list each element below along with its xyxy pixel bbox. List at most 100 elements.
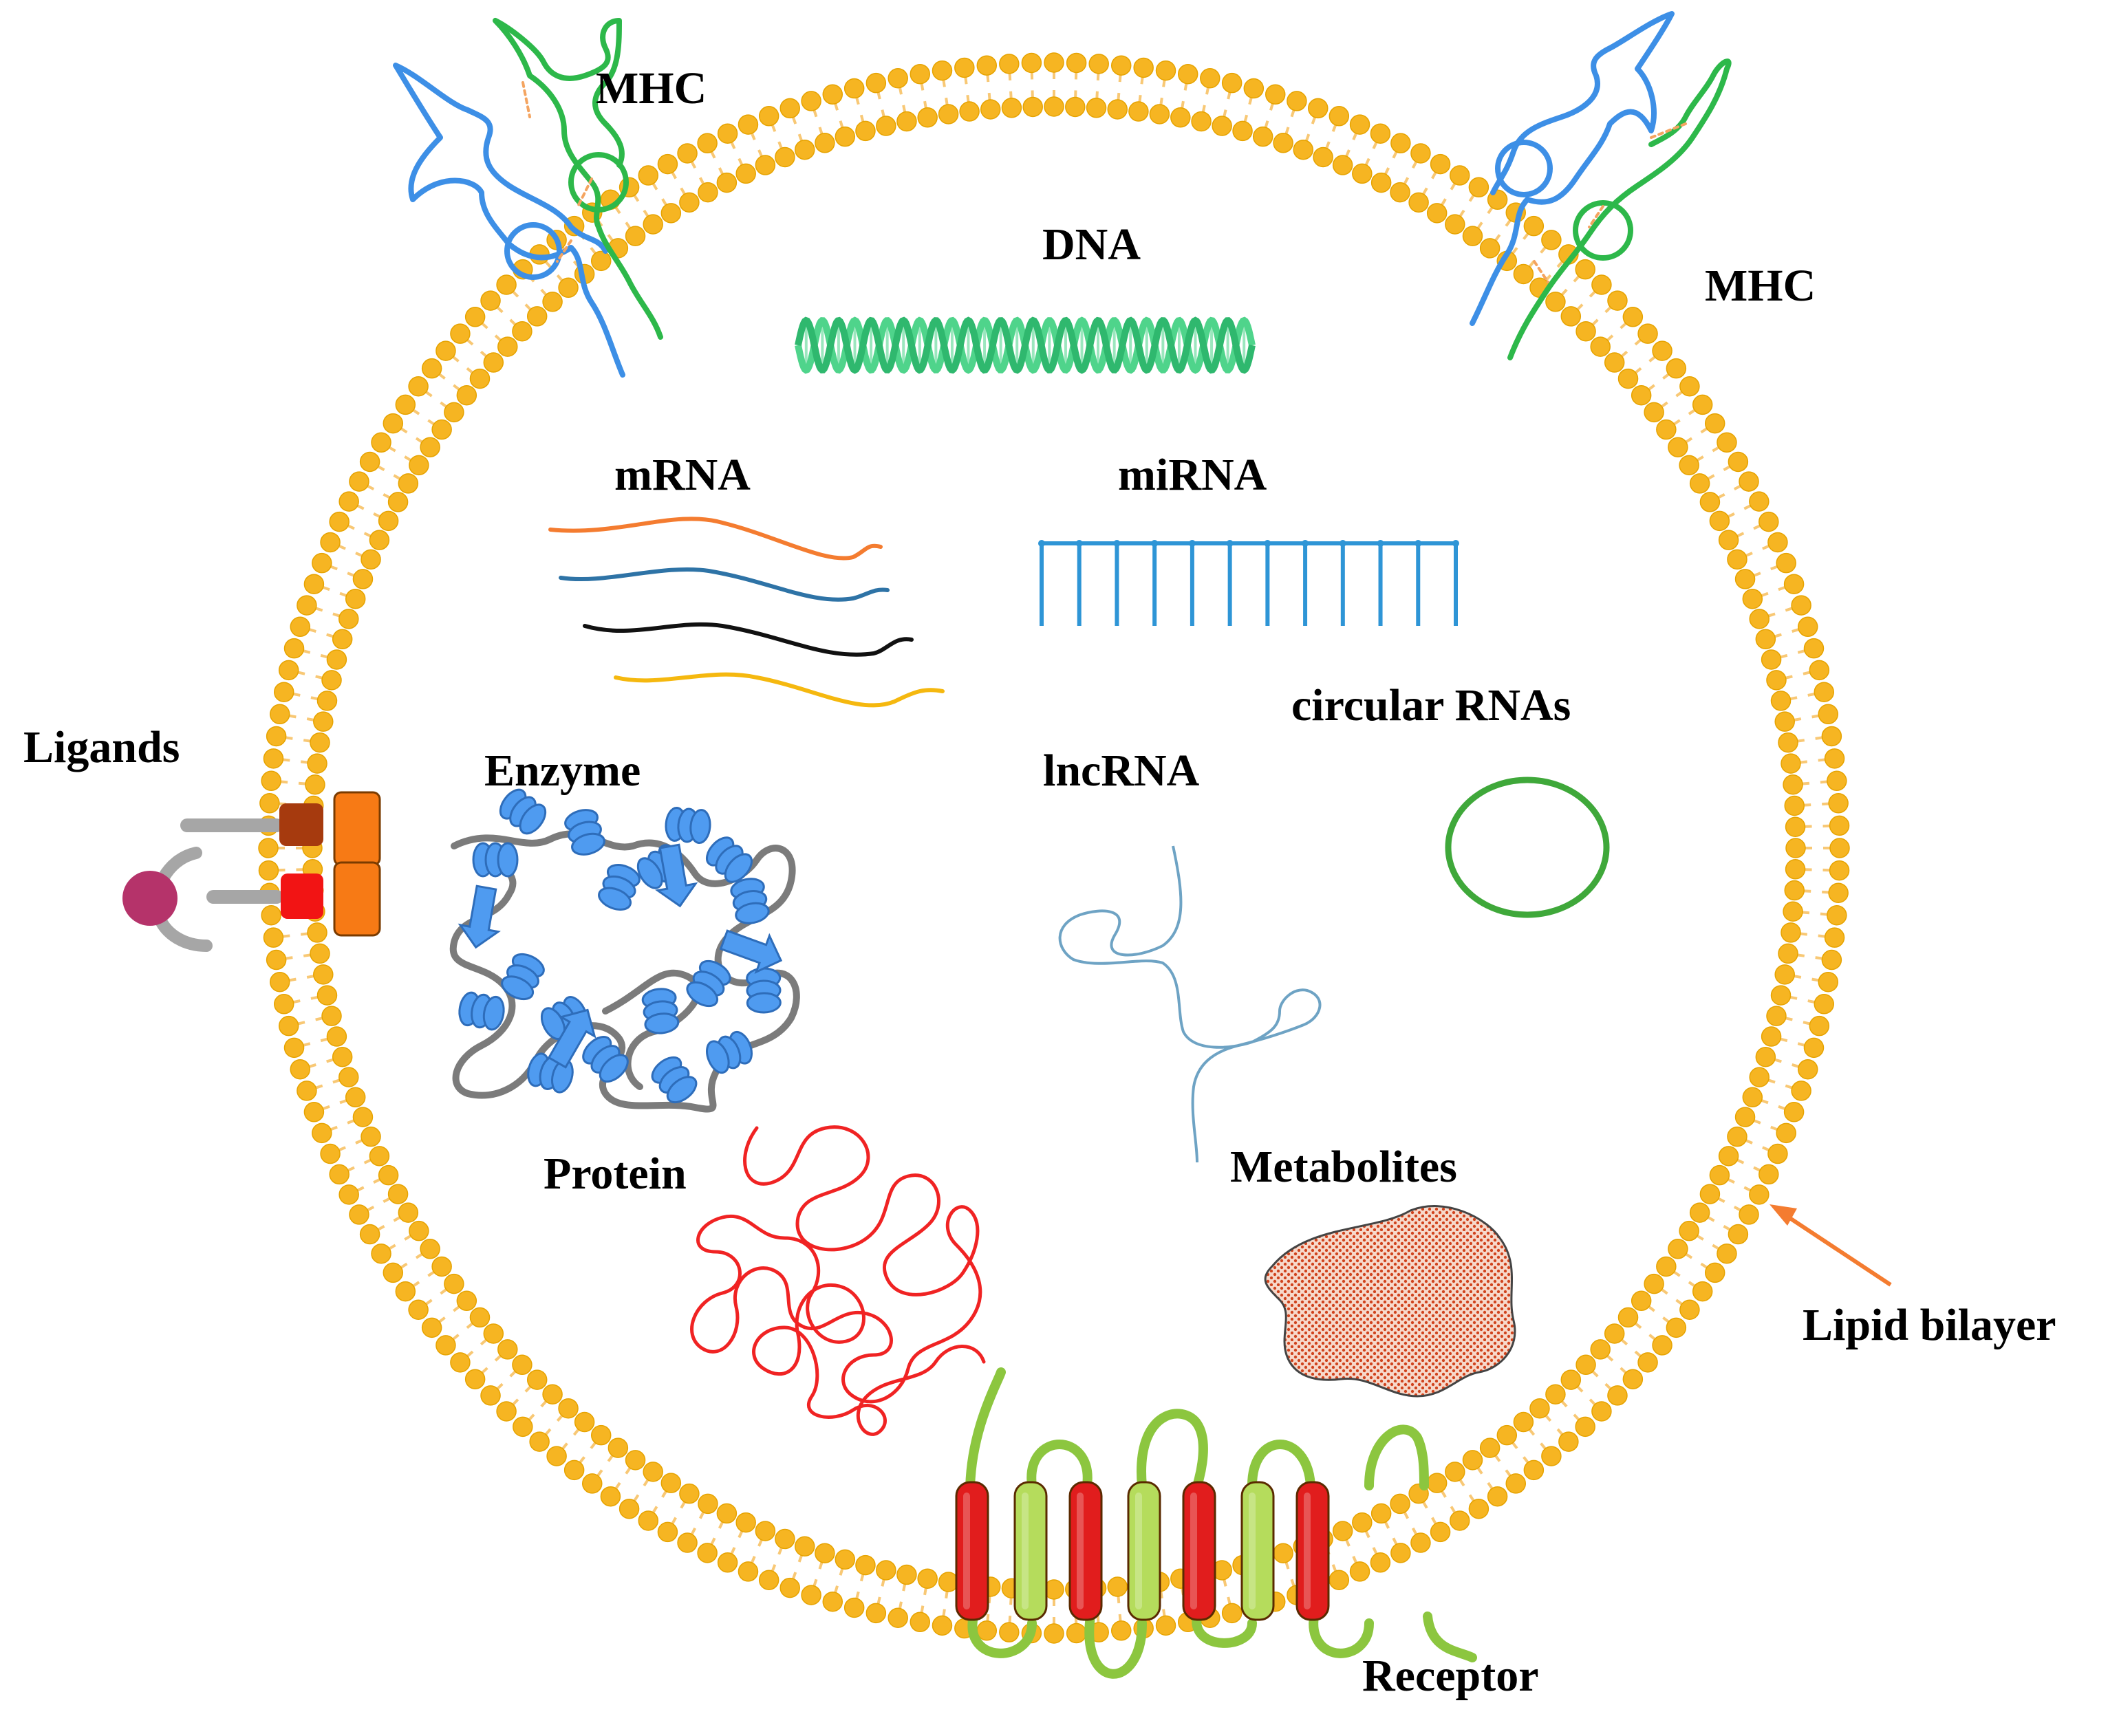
lipid-head-inner — [815, 133, 835, 153]
lipid-head-outer — [677, 143, 698, 164]
lipid-head-outer — [513, 1416, 533, 1437]
lipid-head-inner — [1479, 238, 1500, 259]
mirna-node — [1452, 540, 1459, 547]
lipid-head-inner — [1774, 964, 1795, 985]
receptor-helix-shine — [1135, 1493, 1142, 1609]
lipid-head-inner — [794, 139, 815, 160]
lipid-head-inner — [1513, 263, 1534, 285]
lipid-bilayer-pointer — [1770, 1204, 1892, 1287]
lipid-head-outer — [1591, 274, 1612, 295]
lipid-head-outer — [273, 682, 294, 702]
lipid-head-inner — [1755, 1046, 1776, 1067]
lipid-head-outer — [395, 394, 416, 415]
mrna-strand-blue — [559, 567, 890, 602]
lipid-head-inner — [716, 172, 738, 193]
enzyme-beta-strand — [547, 1008, 596, 1069]
enzyme-helix-turn — [598, 887, 632, 911]
lipid-head-inner — [590, 250, 612, 272]
lipid-head-outer — [1287, 91, 1307, 111]
ligand-stem-bottom — [206, 890, 283, 904]
ligand-stem-top — [180, 818, 283, 832]
lipid-head-inner — [352, 569, 374, 589]
lipid-head-inner — [1709, 1164, 1730, 1186]
lipid-head-outer — [697, 1543, 718, 1563]
label-mrna: mRNA — [614, 450, 751, 500]
receptor-helix — [1295, 1481, 1330, 1621]
lipid-head-outer — [677, 1532, 698, 1553]
lipid-head-outer — [1829, 815, 1850, 836]
lipid-head-inner — [326, 1026, 347, 1047]
lipid-head-outer — [1758, 511, 1779, 532]
lipid-head-inner — [1332, 1521, 1353, 1541]
mrna-strand-orange — [548, 517, 883, 561]
lipid-head-inner — [305, 774, 325, 795]
lipid-head-outer — [290, 616, 311, 638]
lipid-head-outer — [1818, 971, 1839, 992]
mhc-right-beta-loop — [1573, 200, 1633, 261]
lipid-head-outer — [1221, 1603, 1243, 1624]
lipid-head-outer — [1821, 949, 1842, 970]
label-mhc-right: MHC — [1705, 261, 1816, 311]
lipid-head-outer — [290, 1059, 311, 1080]
lipid-head-inner — [1332, 155, 1353, 175]
lipid-head-outer — [359, 1224, 380, 1245]
lipid-head-inner — [431, 1256, 452, 1277]
lipid-head-inner — [1770, 985, 1792, 1006]
mirna-node — [1151, 540, 1159, 547]
lipid-head-outer — [1717, 1243, 1737, 1264]
lipid-head-inner — [1065, 96, 1086, 118]
lipid-head-outer — [1679, 1299, 1700, 1321]
lipid-head-outer — [303, 1102, 325, 1122]
mirna-node — [1264, 540, 1271, 547]
lipid-head-outer — [657, 153, 678, 175]
receptor-helix — [1127, 1481, 1161, 1621]
lipid-head-outer — [1622, 1369, 1644, 1389]
enzyme-helix — [705, 836, 753, 883]
lipid-head-outer — [1449, 1510, 1470, 1531]
lipid-head-outer — [758, 106, 779, 127]
lipid-head-inner — [1426, 1473, 1448, 1493]
lipid-head-inner — [361, 1126, 381, 1147]
lipid-head-inner — [1252, 126, 1273, 147]
mirna-node — [1226, 540, 1234, 547]
lipid-head-inner — [1590, 1339, 1611, 1360]
lipid-head-inner — [1734, 1107, 1756, 1127]
lipid-head-inner — [876, 1560, 896, 1581]
lipid-head-outer — [383, 413, 404, 434]
lipid-head-inner — [607, 1437, 629, 1458]
lipid-head-inner — [1785, 838, 1806, 858]
enzyme-beta-strand — [458, 885, 501, 949]
lipid-head-outer — [1221, 72, 1243, 94]
lipid-head-inner — [698, 1493, 718, 1515]
enzyme-beta-strand — [719, 929, 783, 975]
label-protein: Protein — [544, 1149, 687, 1199]
lipid-head-outer — [1329, 106, 1350, 127]
lipid-head-outer — [266, 949, 287, 970]
lipid-head-outer — [496, 1401, 517, 1422]
lipid-head-outer — [312, 552, 332, 574]
lipid-head-inner — [542, 1384, 563, 1404]
lipid-head-inner — [1783, 774, 1803, 795]
lipid-head-inner — [398, 473, 419, 494]
lipid-head-inner — [338, 609, 359, 629]
lipid-head-outer — [1692, 394, 1713, 415]
mirna-node — [1377, 540, 1384, 547]
lipid-head-outer — [450, 1352, 471, 1373]
lipid-head-outer — [258, 860, 279, 881]
lipid-head-inner — [1170, 107, 1191, 128]
lipid-head-outer — [338, 1184, 359, 1205]
lipid-head-inner — [310, 732, 330, 753]
enzyme-helix-turn — [724, 853, 753, 883]
receptor-loops — [965, 1367, 1477, 1679]
lipid-head-outer — [1797, 1059, 1818, 1080]
lipid-head-inner — [1604, 1323, 1625, 1344]
lipid-head-inner — [590, 1424, 612, 1446]
mhc-right-alpha-chain — [1470, 11, 1675, 326]
lipid-head-inner — [716, 1503, 738, 1524]
lipid-head-inner — [1679, 1220, 1699, 1241]
lipid-head-outer — [1666, 358, 1687, 379]
lipid-head-outer — [383, 1262, 404, 1283]
lipid-head-outer — [1758, 1164, 1779, 1185]
lipid-head-outer — [1809, 660, 1830, 681]
